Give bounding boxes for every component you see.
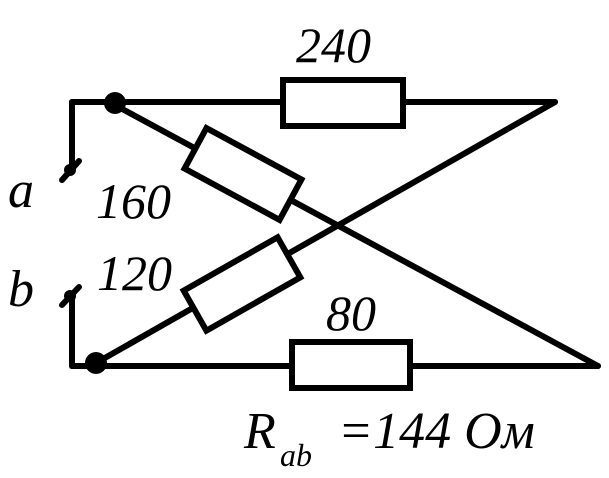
result-formula: R ab =144 Ом [243, 403, 535, 473]
result-subscript: ab [280, 437, 312, 473]
label-80: 80 [326, 285, 376, 341]
label-160: 160 [96, 173, 171, 229]
diagonal-120-branch [93, 99, 558, 366]
resistor-80 [289, 339, 413, 391]
result-symbol: R [243, 403, 276, 460]
junction-node-top [104, 92, 126, 114]
diagonal-wire-120 [93, 99, 558, 366]
terminal-b-tick [59, 284, 82, 308]
junction-node-bottom [85, 352, 107, 374]
resistor-120 [179, 233, 305, 335]
terminal-b [59, 284, 82, 369]
label-120: 120 [97, 245, 172, 301]
terminal-a [59, 99, 82, 183]
result-value: =144 Ом [338, 403, 535, 460]
resistor-160 [180, 124, 306, 224]
diagonal-160-branch [110, 101, 601, 369]
terminal-b-label: b [8, 261, 34, 318]
terminal-a-label: a [8, 162, 34, 219]
bottom-branch [69, 339, 601, 391]
resistor-240 [280, 77, 406, 129]
top-branch [69, 77, 558, 129]
terminal-a-tick [59, 158, 82, 183]
label-240: 240 [296, 17, 371, 73]
